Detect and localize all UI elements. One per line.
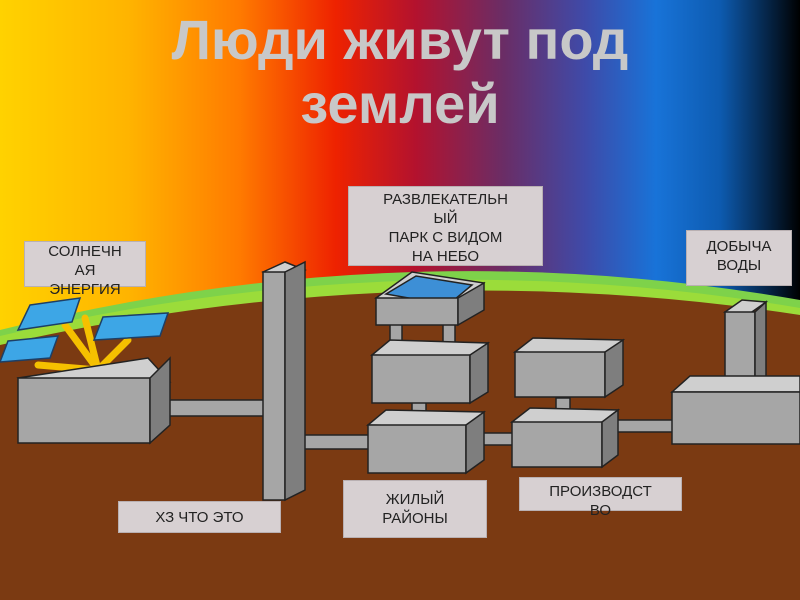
power-block [16, 356, 172, 445]
amusement-block [370, 339, 490, 405]
residential-block [365, 409, 487, 475]
production-lower-block [509, 407, 621, 469]
solar-panel-3 [0, 335, 60, 363]
water-base [670, 375, 800, 445]
solar-panels [0, 297, 170, 363]
title-line-1: Люди живут под [171, 8, 629, 71]
production-upper-block [512, 337, 626, 399]
label-unknown: ХЗ ЧТО ЭТО [118, 501, 281, 533]
label-amusement-park: РАЗВЛЕКАТЕЛЬН ЫЙ ПАРК С ВИДОМ НА НЕБО [348, 186, 543, 266]
label-residential: ЖИЛЫЙ РАЙОНЫ [343, 480, 487, 538]
pipe-column-to-residential [302, 434, 374, 450]
label-solar-energy: СОЛНЕЧН АЯ ЭНЕРГИЯ [24, 241, 146, 298]
solar-panel-1 [16, 297, 82, 331]
tall-column [261, 260, 307, 502]
label-production: ПРОИЗВОДСТ ВО [519, 477, 682, 519]
title-line-2: землей [300, 72, 500, 135]
label-water-extraction: ДОБЫЧА ВОДЫ [686, 230, 792, 286]
slide-title: Люди живут под землей [0, 8, 800, 136]
amusement-platform [374, 271, 486, 327]
water-tower [722, 299, 769, 389]
solar-panel-2 [92, 312, 170, 341]
